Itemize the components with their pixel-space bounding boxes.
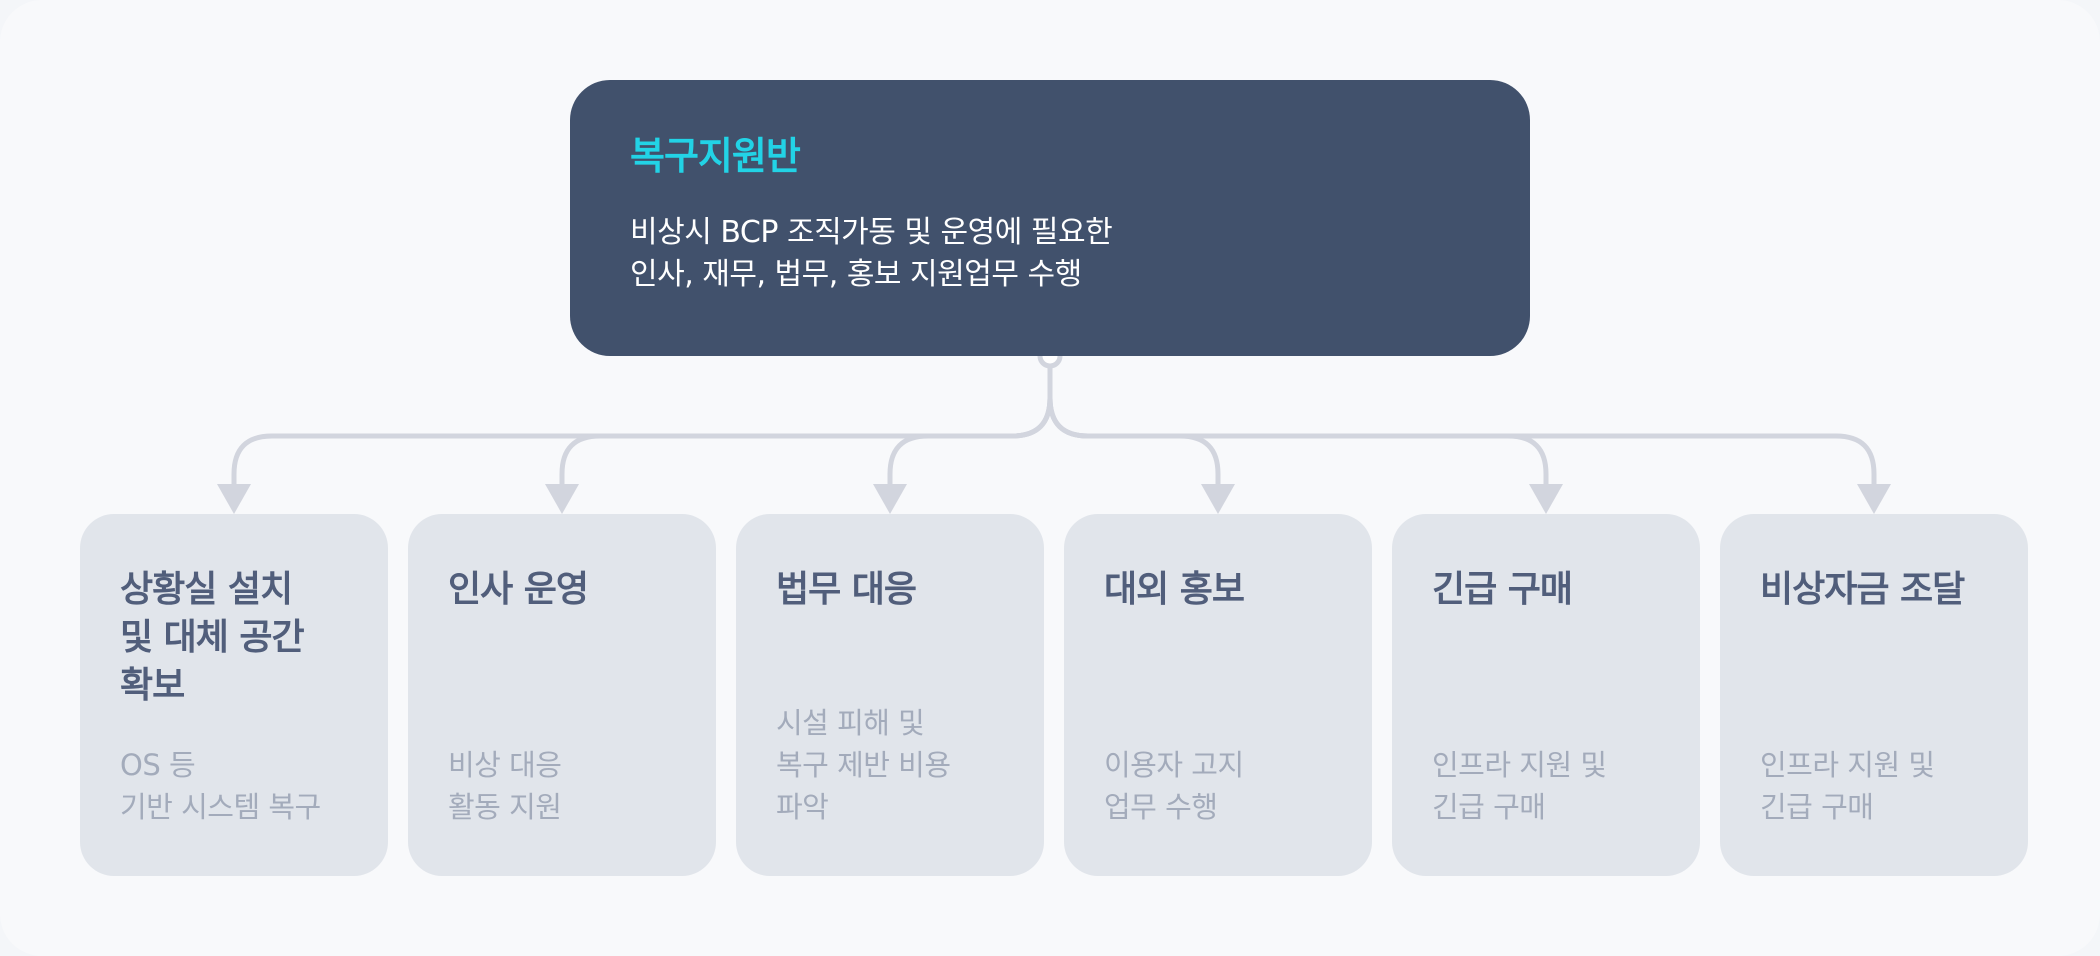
card-desc-line: 긴급 구매 <box>1432 790 1546 824</box>
root-node-recovery-support-team: 복구지원반 비상시 BCP 조직가동 및 운영에 필요한 인사, 재무, 법무,… <box>570 80 1530 356</box>
connector-line <box>231 363 1053 493</box>
card-title-line: 확보 <box>120 665 185 706</box>
connector-line <box>1047 363 1221 493</box>
card-desc-line: 활동 지원 <box>448 790 562 824</box>
connector-line <box>1047 363 1877 493</box>
arrowhead <box>873 484 907 514</box>
child-card-emergency-funding: 비상자금 조달 인프라 지원 및 긴급 구매 <box>1720 514 2028 876</box>
arrowhead <box>217 484 251 514</box>
arrowhead <box>1201 484 1235 514</box>
card-title: 긴급 구매 <box>1432 566 1662 614</box>
card-desc-line: 이용자 고지 <box>1104 748 1244 782</box>
root-description-line: 인사, 재무, 법무, 홍보 지원업무 수행 <box>630 257 1082 292</box>
card-desc-line: 업무 수행 <box>1104 790 1218 824</box>
root-description: 비상시 BCP 조직가동 및 운영에 필요한 인사, 재무, 법무, 홍보 지원… <box>630 212 1470 296</box>
card-title-line: 법무 대응 <box>776 569 917 610</box>
child-card-emergency-purchase: 긴급 구매 인프라 지원 및 긴급 구매 <box>1392 514 1700 876</box>
card-title-line: 긴급 구매 <box>1432 569 1573 610</box>
card-title: 비상자금 조달 <box>1760 566 1990 614</box>
card-title: 인사 운영 <box>448 566 678 614</box>
card-title-line: 상황실 설치 <box>120 569 293 610</box>
card-desc-line: 파악 <box>776 790 829 824</box>
card-desc-line: 인프라 지원 및 <box>1432 748 1607 782</box>
card-desc-line: 복구 제반 비용 <box>776 748 951 782</box>
arrowhead <box>1857 484 1891 514</box>
card-desc-line: 인프라 지원 및 <box>1760 748 1935 782</box>
card-title: 상황실 설치 및 대체 공간 확보 <box>120 566 350 710</box>
card-description: 인프라 지원 및 긴급 구매 <box>1760 744 1935 828</box>
arrowhead <box>1529 484 1563 514</box>
child-card-hr-operations: 인사 운영 비상 대응 활동 지원 <box>408 514 716 876</box>
connector-line <box>887 363 1053 493</box>
card-desc-line: OS 등 <box>120 748 196 782</box>
card-description: 시설 피해 및 복구 제반 비용 파악 <box>776 702 951 828</box>
child-card-public-relations: 대외 홍보 이용자 고지 업무 수행 <box>1064 514 1372 876</box>
arrowhead <box>545 484 579 514</box>
card-desc-line: 비상 대응 <box>448 748 562 782</box>
connector-line <box>1047 363 1549 493</box>
root-title: 복구지원반 <box>630 134 801 178</box>
connector-line <box>559 363 1053 493</box>
card-title-line: 인사 운영 <box>448 569 589 610</box>
card-description: 인프라 지원 및 긴급 구매 <box>1432 744 1607 828</box>
card-description: 이용자 고지 업무 수행 <box>1104 744 1244 828</box>
card-title-line: 비상자금 조달 <box>1760 569 1965 610</box>
card-title: 법무 대응 <box>776 566 1006 614</box>
card-desc-line: 시설 피해 및 <box>776 706 925 740</box>
card-desc-line: 긴급 구매 <box>1760 790 1874 824</box>
card-title: 대외 홍보 <box>1104 566 1334 614</box>
card-title-line: 대외 홍보 <box>1104 569 1245 610</box>
child-card-legal-response: 법무 대응 시설 피해 및 복구 제반 비용 파악 <box>736 514 1044 876</box>
card-title-line: 및 대체 공간 <box>120 617 305 658</box>
child-card-situation-room: 상황실 설치 및 대체 공간 확보 OS 등 기반 시스템 복구 <box>80 514 388 876</box>
card-desc-line: 기반 시스템 복구 <box>120 790 321 824</box>
root-description-line: 비상시 BCP 조직가동 및 운영에 필요한 <box>630 215 1113 250</box>
card-description: 비상 대응 활동 지원 <box>448 744 562 828</box>
card-description: OS 등 기반 시스템 복구 <box>120 744 321 828</box>
